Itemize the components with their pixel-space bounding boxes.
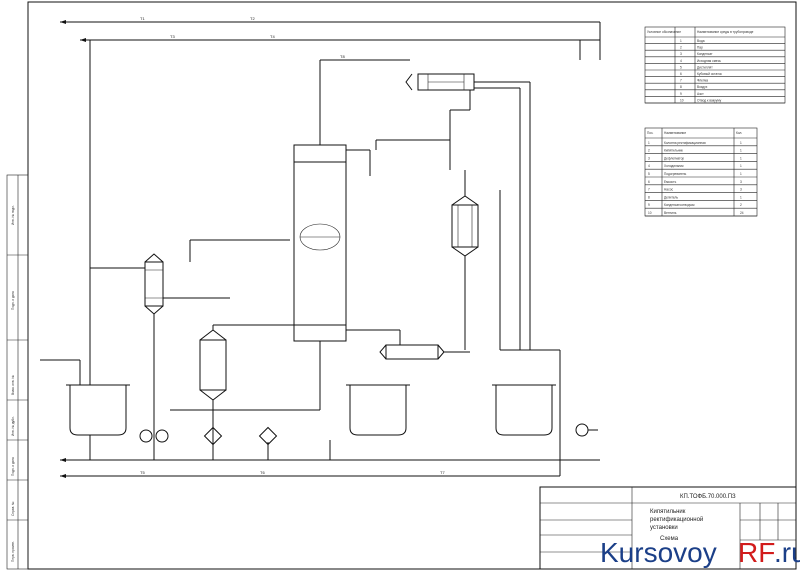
legend-media-code: 8: [680, 85, 682, 89]
reboiler: [90, 239, 290, 400]
legend-media-header-1: Условное обозначение: [647, 30, 681, 34]
watermark-part-2: RF: [738, 537, 775, 568]
legend-media-name: Флегма: [697, 79, 708, 83]
legend-eq-name: Кипятильник: [664, 149, 683, 153]
legend-eq-name: Холодильник: [664, 164, 684, 168]
legend-eq-pos: 10: [648, 211, 652, 215]
legend-eq-qty: 1: [740, 156, 742, 160]
pipe-labels: T1 T2 T3 T4 T5 T6 T7 T8: [140, 16, 445, 475]
stamp-cell-6: Справ. №: [11, 501, 15, 516]
residue-cooler: [346, 329, 470, 360]
pump-group: [139, 423, 598, 446]
legend-media-name: Дистиллят: [697, 65, 713, 69]
legend-media-name: Кубовый остаток: [697, 72, 722, 76]
legend-eq-name: Емкость: [664, 180, 677, 184]
legend-media-code: 7: [680, 79, 682, 83]
legend-media-code: 5: [680, 65, 682, 69]
legend-media-name: Вода: [697, 39, 705, 43]
legend-eq-qty: 3: [740, 180, 742, 184]
legend-media-name: Пар: [697, 46, 703, 50]
legend-eq-pos: 1: [648, 141, 650, 145]
distillate-tank: [492, 384, 556, 436]
residue-tank: [346, 384, 410, 436]
title-line-3: установки: [650, 525, 678, 531]
legend-media-code: 6: [680, 72, 682, 76]
legend-media-code: 3: [680, 52, 682, 56]
legend-media-name: Азот: [697, 92, 704, 96]
pipe-label-t6: T6: [260, 470, 265, 475]
cooler: [451, 170, 501, 350]
legend-equipment-rows: 1 Колонна ректификационная 1 2 Кипятильник 1 3…: [645, 141, 757, 217]
legend-eq-name: Делитель: [664, 195, 678, 199]
reflux-line: [346, 90, 471, 176]
legend-eq-pos: 3: [648, 156, 650, 160]
legend-eq-header-qty: Кол.: [736, 131, 742, 135]
pipe-label-t5: T5: [140, 470, 145, 475]
legend-eq-qty: 1: [740, 141, 742, 145]
distillation-column: [170, 59, 410, 411]
legend-media-rows: 1 Вода 2 Пар 3 Конденсат 4 Исходная смесь 5 Дисти…: [645, 39, 785, 104]
legend-media-code: 1: [680, 39, 682, 43]
legend-eq-pos: 8: [648, 195, 650, 199]
stamp-cell-1: Инв. № подл.: [11, 205, 15, 225]
stamp-cell-2: Подп. и дата: [11, 291, 15, 310]
pipe-label-t7: T7: [440, 470, 445, 475]
legend-media-code: 10: [680, 98, 684, 102]
pipe-label-t2: T2: [250, 16, 255, 21]
legend-eq-qty: 1: [740, 164, 742, 168]
stamp-cell-3: Взам. инв. №: [11, 375, 15, 395]
legend-eq-name: Вентиль: [664, 211, 677, 215]
legend-eq-qty: 24: [740, 211, 744, 215]
side-stamp: Инв. № подл. Подп. и дата Взам. инв. № И…: [6, 174, 29, 570]
legend-media-name: Конденсат: [697, 52, 713, 56]
legend-eq-qty: 1: [740, 149, 742, 153]
legend-eq-qty: 1: [740, 195, 742, 199]
title-block: КП.ТОФБ.70.000.ПЗ Кипятильник ректификац…: [539, 486, 797, 570]
stamp-cell-5: Подп. и дата: [11, 457, 15, 476]
legend-media-name: Исходная смесь: [697, 59, 721, 63]
title-line-2: ректификационной: [650, 516, 703, 523]
legend-eq-pos: 4: [648, 164, 650, 168]
watermark-logo: Kursovoy RF .ru: [600, 537, 800, 568]
pipe-label-t1: T1: [140, 16, 145, 21]
legend-eq-pos: 7: [648, 188, 650, 192]
legend-media-name: Воздух: [697, 85, 708, 89]
stamp-cell-4: Инв. № дубл.: [11, 416, 15, 436]
legend-eq-header-name: Наименование: [664, 131, 686, 135]
legend-media-header-2: Наименование среды в трубопроводе: [697, 30, 754, 34]
watermark-part-3: .ru: [774, 537, 800, 568]
legend-media-code: 9: [680, 92, 682, 96]
title-doc-code: КП.ТОФБ.70.000.ПЗ: [680, 494, 736, 500]
condenser: [405, 73, 531, 350]
legend-eq-name: Колонна ректификационная: [664, 141, 706, 145]
stamp-cell-7: Перв. примен.: [11, 541, 15, 562]
legend-eq-pos: 6: [648, 180, 650, 184]
legend-eq-pos: 9: [648, 203, 650, 207]
legend-eq-pos: 2: [648, 149, 650, 153]
legend-eq-qty: 2: [740, 203, 742, 207]
legend-media-code: 2: [680, 46, 682, 50]
watermark-part-1: Kursovoy: [600, 537, 717, 568]
title-line-1: Кипятильник: [650, 509, 686, 515]
legend-media-code: 4: [680, 59, 682, 63]
legend-eq-name: Конденсатоотводчик: [664, 203, 695, 207]
legend-eq-name: Подогреватель: [664, 172, 687, 176]
bottom-pipelines: [60, 349, 600, 478]
feed-heater: [199, 324, 294, 401]
title-line-4: Схема: [660, 536, 679, 542]
legend-eq-name: Насос: [664, 188, 673, 192]
pipe-label-t4: T4: [270, 34, 275, 39]
pipe-label-t3: T3: [170, 34, 175, 39]
legend-eq-qty: 3: [740, 188, 742, 192]
legend-eq-header-pos: Поз.: [647, 131, 653, 135]
pipe-label-t8: T8: [340, 54, 345, 59]
legend-eq-name: Дефлегматор: [664, 156, 684, 160]
feed-tank: [40, 359, 130, 436]
legend-eq-qty: 1: [740, 172, 742, 176]
legend-eq-pos: 5: [648, 172, 650, 176]
legend-media-name: Отвод к вакууму: [697, 98, 722, 102]
legend-media-table: Условное обозначение Наименование среды …: [644, 26, 786, 104]
